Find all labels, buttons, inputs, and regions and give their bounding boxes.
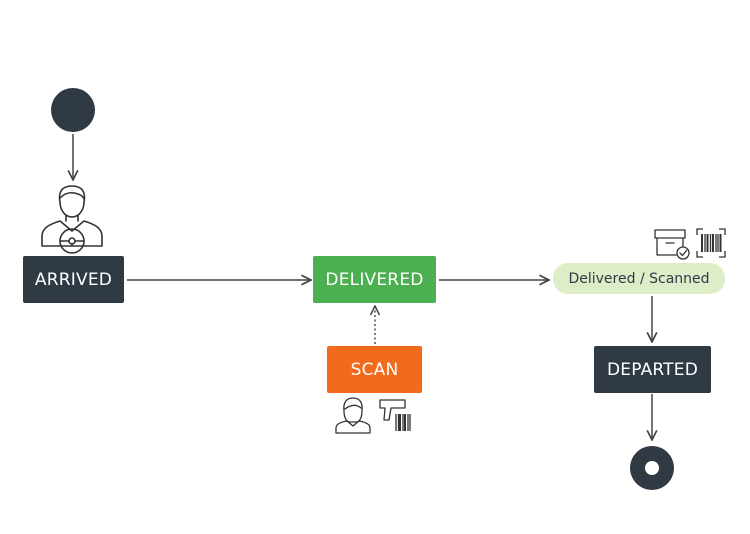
scan-state: SCAN bbox=[327, 346, 422, 393]
delivered-scanned-state: Delivered / Scanned bbox=[553, 263, 725, 294]
arrived-state: ARRIVED bbox=[23, 256, 124, 303]
delivered-scanned-label: Delivered / Scanned bbox=[568, 270, 710, 287]
delivered-label: DELIVERED bbox=[325, 269, 424, 290]
arrived-label: ARRIVED bbox=[34, 269, 113, 290]
delivered-state: DELIVERED bbox=[313, 256, 436, 303]
package-check-icon bbox=[654, 229, 690, 260]
driver-icon bbox=[41, 185, 103, 254]
initial-state bbox=[51, 88, 95, 132]
barcode-icon bbox=[696, 228, 726, 258]
clerk-icon bbox=[335, 397, 371, 434]
departed-state: DEPARTED bbox=[594, 346, 711, 393]
scan-label: SCAN bbox=[350, 359, 399, 380]
final-state bbox=[630, 446, 674, 490]
barcode-scanner-icon bbox=[379, 399, 411, 431]
departed-label: DEPARTED bbox=[606, 359, 699, 380]
